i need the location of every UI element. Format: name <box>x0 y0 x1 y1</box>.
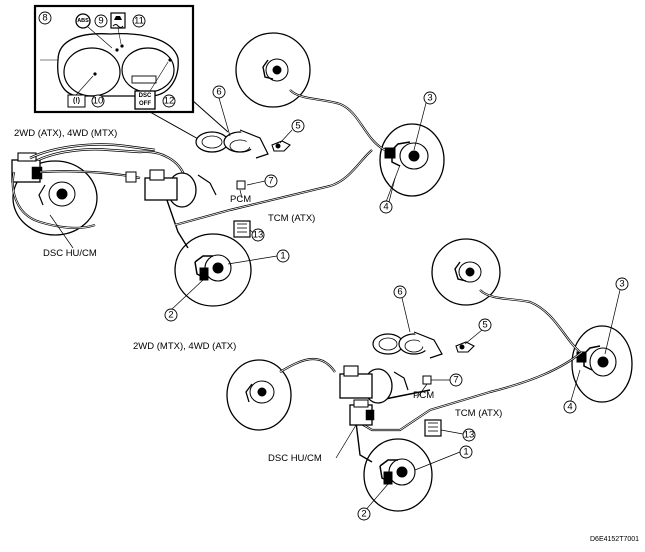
tcm-label-top: TCM (ATX) <box>268 213 315 224</box>
callout-1-bottom: 1 <box>459 445 473 459</box>
leader-lines <box>49 97 621 513</box>
wheel-rear-left-bottom <box>431 238 501 306</box>
abs-warning-icon: ABS <box>75 13 113 49</box>
callout-3-top: 3 <box>423 91 437 105</box>
dsc-hu-cm-bottom <box>349 399 375 426</box>
dsc-label-top: DSC HU/CM <box>43 248 97 259</box>
dsc-label-bottom: DSC HU/CM <box>268 453 322 464</box>
callout-10: 10 <box>91 94 105 108</box>
callout-4-top: 4 <box>379 200 393 214</box>
svg-text:7: 7 <box>453 375 458 386</box>
svg-text:13: 13 <box>253 230 264 241</box>
pcm-label-bottom: PCM <box>413 390 434 401</box>
brake-warning-icon: (!) <box>67 75 94 108</box>
sensor-5-top <box>271 140 291 152</box>
dsc-hu-cm-top <box>11 152 43 183</box>
svg-text:8: 8 <box>42 13 47 24</box>
tcm-label-bottom: TCM (ATX) <box>455 408 502 419</box>
callout-numbers: 8 9 11 10 12 6 5 3 4 7 13 1 2 6 5 3 4 7 … <box>38 11 629 521</box>
svg-text:1: 1 <box>280 251 285 262</box>
config-label-bottom: 2WD (MTX), 4WD (ATX) <box>133 341 236 352</box>
callout-8: 8 <box>38 11 52 25</box>
svg-text:7: 7 <box>268 176 273 187</box>
pcm-bottom <box>422 375 432 385</box>
brake-booster-bottom <box>339 365 409 404</box>
callout-4-bottom: 4 <box>563 400 577 414</box>
sensor-5-bottom <box>455 341 475 353</box>
tcm-bottom <box>424 419 442 437</box>
callout-3-bottom: 3 <box>615 277 629 291</box>
callout-6-top: 6 <box>212 85 226 99</box>
svg-text:(!): (!) <box>73 98 80 105</box>
svg-text:13: 13 <box>464 430 475 441</box>
skid-car-icon <box>110 12 126 45</box>
pcm-top <box>236 180 246 190</box>
callout-9: 9 <box>94 14 108 28</box>
svg-text:3: 3 <box>427 93 432 104</box>
svg-text:5: 5 <box>482 320 487 331</box>
svg-text:10: 10 <box>93 96 104 107</box>
svg-text:12: 12 <box>164 96 175 107</box>
callout-5-top: 5 <box>291 119 305 133</box>
callout-11: 11 <box>132 14 146 28</box>
svg-text:11: 11 <box>134 16 144 27</box>
tcm-top <box>233 220 251 238</box>
callout-7-bottom: 7 <box>449 373 463 387</box>
instrument-cluster-bottom <box>372 331 443 359</box>
wheel-rear-right-top <box>379 123 445 197</box>
config-label-top: 2WD (ATX), 4WD (MTX) <box>14 128 117 139</box>
svg-text:1: 1 <box>463 447 468 458</box>
svg-text:DSC: DSC <box>139 93 152 99</box>
svg-text:4: 4 <box>567 402 572 413</box>
callout-13-top: 13 <box>251 228 265 242</box>
svg-text:5: 5 <box>295 121 300 132</box>
wheel-front-right-bottom <box>363 438 433 512</box>
svg-text:2: 2 <box>168 310 173 321</box>
callout-6-bottom: 6 <box>393 285 407 299</box>
wheel-rear-left-top <box>235 32 311 108</box>
pcm-label-top: PCM <box>230 194 251 205</box>
svg-text:ABS: ABS <box>77 18 89 24</box>
instrument-cluster-top <box>195 129 269 159</box>
svg-text:3: 3 <box>619 279 624 290</box>
callout-2-top: 2 <box>164 308 178 322</box>
svg-text:4: 4 <box>383 202 388 213</box>
svg-text:2: 2 <box>361 509 366 520</box>
brake-booster-top <box>125 169 217 208</box>
svg-text:9: 9 <box>98 16 103 27</box>
wheel-rear-right-bottom <box>571 325 633 403</box>
callout-7-top: 7 <box>264 174 278 188</box>
callout-1-top: 1 <box>276 249 290 263</box>
inset-leader-lines <box>149 99 229 141</box>
svg-text:6: 6 <box>397 287 402 298</box>
bottom-layout <box>226 238 633 512</box>
callout-5-bottom: 5 <box>478 318 492 332</box>
svg-text:OFF: OFF <box>139 101 151 107</box>
figure-code: D6E4152T7001 <box>590 536 639 543</box>
wheel-front-left-bottom <box>226 359 292 431</box>
callout-2-bottom: 2 <box>357 507 371 521</box>
svg-text:6: 6 <box>216 87 221 98</box>
callout-12: 12 <box>162 94 176 108</box>
callout-13-bottom: 13 <box>462 428 476 442</box>
text-labels: 2WD (ATX), 4WD (MTX) 2WD (MTX), 4WD (ATX… <box>14 128 639 543</box>
dsc-off-icon: DSC OFF <box>134 61 169 110</box>
